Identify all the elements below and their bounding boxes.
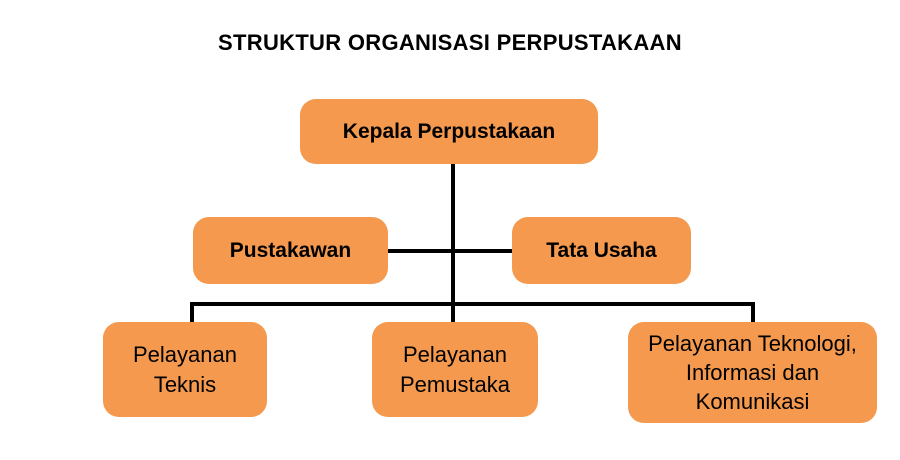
- org-node-pelayanan-pemustaka: Pelayanan Pemustaka: [372, 322, 538, 417]
- org-node-kepala-perpustakaan: Kepala Perpustakaan: [300, 99, 598, 164]
- connector-horizontal-middle-row: [387, 249, 513, 253]
- connector-drop-right: [751, 302, 755, 322]
- org-node-pelayanan-teknologi-informasi-komunikasi: Pelayanan Teknologi, Informasi dan Komun…: [628, 322, 877, 423]
- org-node-pelayanan-teknis: Pelayanan Teknis: [103, 322, 267, 417]
- org-node-pustakawan: Pustakawan: [193, 217, 388, 284]
- org-node-tata-usaha: Tata Usaha: [512, 217, 691, 284]
- connector-horizontal-bottom-row: [190, 302, 755, 306]
- connector-vertical-main: [451, 164, 455, 322]
- page-title: STRUKTUR ORGANISASI PERPUSTAKAAN: [218, 30, 682, 55]
- connector-drop-left: [190, 302, 194, 322]
